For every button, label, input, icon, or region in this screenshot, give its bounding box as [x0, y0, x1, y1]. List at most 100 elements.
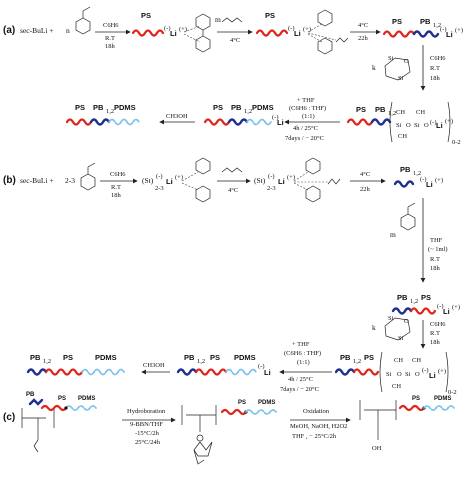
cond-a5-solvent: (C6H6 : THF) — [289, 105, 326, 112]
svg-text:Li: Li — [443, 307, 450, 316]
ps-chain-5 — [203, 118, 231, 126]
ps-chain-10 — [44, 368, 84, 376]
svg-text:PS: PS — [412, 396, 420, 402]
pb-chain-2 — [370, 118, 392, 126]
k-coefficient-b: k — [372, 323, 376, 332]
two-three-coefficient: 2-3 — [65, 176, 75, 185]
svg-text:PS: PS — [58, 396, 66, 402]
cond-c1-temp1: -15°C/2h — [135, 430, 160, 437]
svg-text:PS: PS — [238, 400, 246, 406]
siloxane-end-group: CH Si O Si O CH CH 0-2 (-) Li (+) — [379, 351, 457, 396]
svg-text:1,2: 1,2 — [43, 358, 51, 365]
pb-chain-8 — [176, 368, 198, 376]
cond-c2-oxidation: Oxidation — [303, 408, 330, 415]
svg-text:Si: Si — [414, 122, 420, 129]
k-coefficient: k — [372, 63, 376, 72]
svg-text:(+): (+) — [445, 118, 453, 125]
pb-chain-6 — [391, 307, 413, 315]
svg-text:(+): (+) — [435, 177, 443, 184]
svg-text:O: O — [406, 122, 411, 129]
ps-label-2: PS — [265, 11, 275, 20]
svg-text:O: O — [424, 122, 429, 129]
svg-text:(+): (+) — [452, 304, 460, 311]
ps-label-10: PS — [63, 353, 73, 362]
cond-a1-solvent: C6H6 — [103, 22, 119, 29]
li-ion-3: Li — [446, 30, 453, 39]
ps-label: PS — [141, 11, 151, 20]
anion-charge-2: (-) — [288, 25, 295, 32]
pb-label-5: PB — [400, 165, 411, 174]
ps-label-6: PS — [75, 103, 85, 112]
cond-b1-time: 18h — [111, 192, 122, 199]
cond-b6-solvent: (C6H6 : THF) — [284, 350, 321, 357]
sec-buli-a: sec-BuLi + — [20, 26, 54, 35]
cond-b3-time: 22h — [360, 186, 371, 193]
piperidine-ligand-icon — [293, 157, 341, 203]
svg-text:2-3: 2-3 — [267, 185, 276, 192]
cond-c1-hydroboration: Hydroboration — [127, 408, 166, 415]
ps-label-8: PS — [364, 353, 374, 362]
pb-label-7: PB — [340, 353, 351, 362]
cyclosiloxane-icon: Si Si O — [384, 55, 411, 82]
cond-c2-temp: THF , − 25°C/2h — [292, 433, 337, 440]
cond-b5-solvent: C6H6 — [430, 321, 446, 328]
pb-label-6: PB — [397, 293, 408, 302]
svg-text:Li: Li — [278, 177, 285, 186]
pdms-chain-4 — [81, 368, 125, 376]
cond-a1-time: 18h — [105, 43, 116, 50]
svg-text:CH: CH — [392, 383, 401, 390]
piperidine-ligand-icon — [183, 13, 211, 53]
hydroxyl-group: OH — [372, 445, 382, 452]
cond-b5-time: 18h — [430, 339, 441, 346]
cond-b4-temp: R.T — [430, 256, 440, 263]
cond-b5-temp: R.T — [430, 330, 440, 337]
pdms-chain-2 — [108, 118, 140, 126]
svg-text:O: O — [415, 371, 420, 378]
cond-a5-days: 7days / − 20°C — [285, 135, 324, 142]
butadiene-icon — [221, 17, 243, 23]
pb-sub-3: 1,2 — [244, 108, 252, 115]
ps-chain-2 — [255, 29, 289, 37]
panel-b: (b) sec-BuLi + 2-3 C6H6 R.T 18h (St) 2-3… — [3, 157, 460, 396]
svg-text:(-): (-) — [156, 173, 163, 180]
pb-chain-7 — [334, 368, 356, 376]
svg-text:(-): (-) — [422, 367, 429, 374]
cond-b6-ratio: (1:1) — [297, 359, 310, 366]
svg-text:Li: Li — [166, 177, 173, 186]
ps-label-3: PS — [392, 17, 402, 26]
pb-sub-4: 1,2 — [106, 108, 114, 115]
cond-c1-reagent: 9-BBN/THF — [130, 421, 163, 428]
svg-text:Li: Li — [426, 180, 433, 189]
ps-chain-3 — [382, 30, 416, 38]
pb-label: PB — [420, 17, 431, 26]
cond-a5-time: 4h / 25°C — [293, 125, 318, 132]
svg-text:(-): (-) — [258, 363, 265, 370]
cond-a6-quench: CH3OH — [166, 113, 188, 120]
svg-text:(-): (-) — [420, 176, 427, 183]
ps-label-5: PS — [213, 103, 223, 112]
sec-buli-b: sec-BuLi + — [20, 176, 54, 185]
piperidine-ligand-icon — [307, 9, 349, 55]
cond-b2-temp: 4°C — [228, 187, 238, 194]
m-coefficient-b: m — [390, 230, 396, 239]
cond-b1-solvent: C6H6 — [110, 171, 126, 178]
svg-text:Si: Si — [388, 315, 394, 322]
cond-a3-temp: 4°C — [358, 22, 368, 29]
svg-text:1,2: 1,2 — [413, 170, 421, 177]
cond-a4-temp: R.T — [430, 65, 440, 72]
panel-c: (c) PB PS PDMS Hydroboration 9-BBN/THF -… — [3, 392, 455, 465]
svg-text:CH: CH — [394, 357, 403, 364]
pdms-label: PDMS — [252, 103, 274, 112]
svg-text:(-): (-) — [268, 173, 275, 180]
ps-chain-9 — [194, 368, 228, 376]
ps-chain-8 — [352, 368, 380, 376]
pb-chain-5 — [393, 180, 415, 188]
st-oligomer-2: (St) — [254, 176, 266, 185]
piperidine-ligand-icon — [181, 157, 211, 203]
pb-label-8: PB — [184, 353, 195, 362]
svg-text:CH: CH — [412, 357, 421, 364]
svg-text:PDMS: PDMS — [78, 396, 95, 402]
pb-label-4: PB — [93, 103, 104, 112]
cond-b1-temp: R.T — [111, 184, 121, 191]
